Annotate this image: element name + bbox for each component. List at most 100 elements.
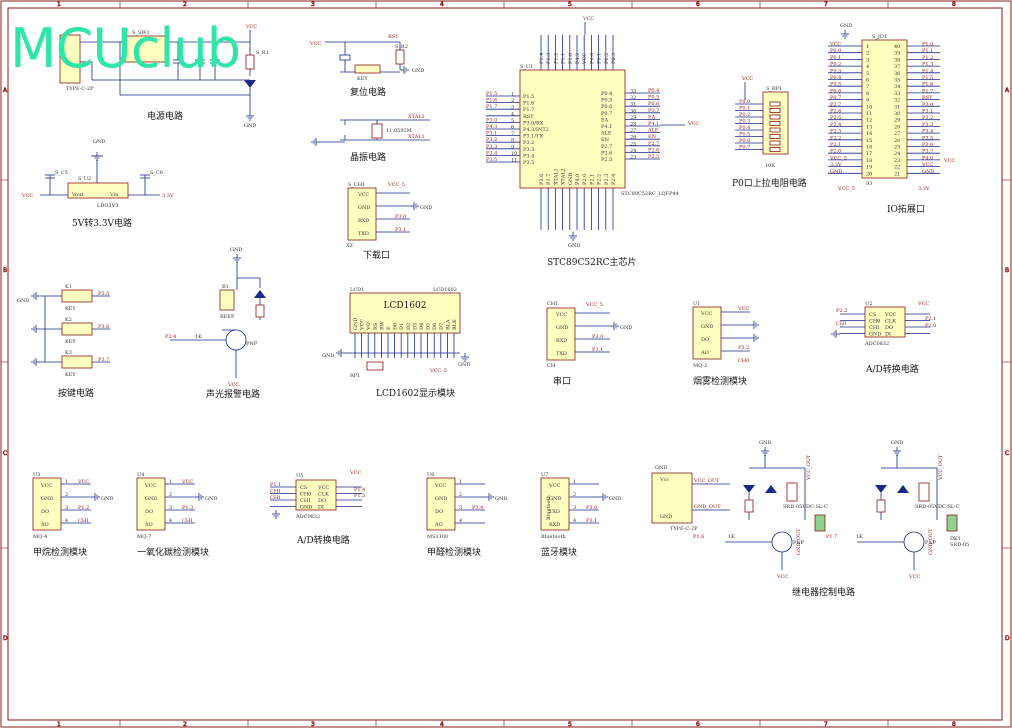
lcd-pin: D3	[412, 323, 418, 330]
caption-ad2: A/D转换电路	[296, 534, 350, 546]
io-net-left: P0.1	[830, 55, 841, 61]
io-net-right: P3.7	[922, 149, 933, 155]
mcu-pin-bottom: GND	[568, 173, 574, 185]
lcd-pin: D6	[432, 323, 438, 330]
mcu-pin-num: 26	[630, 135, 636, 141]
module-net: P3.4	[472, 505, 483, 511]
gnd-label: GND	[620, 325, 632, 331]
relay2-r: 1K	[856, 534, 863, 540]
mcu-pin-num: 27	[630, 128, 636, 134]
mcu-net-left: P3.2	[486, 137, 497, 143]
vcc-label: VCC	[349, 470, 361, 476]
pullup-net: P0.0	[739, 99, 750, 105]
module-pin: DO	[41, 509, 49, 515]
grid-col-label: 6	[696, 1, 700, 8]
mcu-pin-right: P0.5	[601, 98, 612, 104]
io-pin-num: 20	[866, 171, 872, 177]
output-connector	[651, 472, 693, 524]
annotations: TYPE-C-2PS_SW1S_R1GNDVCCVCCKEYS_R2GNDRST…	[17, 16, 969, 580]
io-pin-num: 8	[866, 91, 869, 97]
relay-2-resistor	[876, 499, 886, 513]
gnd-label: GND	[891, 440, 903, 446]
mcu-pin-right: P4.1	[601, 124, 612, 130]
grid-row-label: A	[3, 87, 8, 94]
lcd-pin: E	[386, 326, 392, 330]
bluetooth-module	[540, 477, 570, 531]
io-net-left: P2.5	[830, 115, 841, 121]
vcc-label: VCC	[309, 41, 321, 47]
gnd-label: GND	[420, 205, 432, 211]
mcu-pin-bottom: XTAL2	[561, 168, 567, 185]
mcu-pin-num: 30	[630, 108, 636, 114]
grid-row-label: B	[1005, 267, 1009, 274]
grid-col-label: 5	[568, 721, 572, 728]
io-ref: S_JD1	[872, 34, 887, 40]
buzzer	[219, 289, 235, 311]
io-net-left: VCC_5	[829, 155, 847, 161]
mcu-pin-num: 32	[630, 95, 636, 101]
io-pin-num: 31	[894, 104, 900, 110]
gnd-out-label: GND_OUT	[694, 504, 721, 510]
ldo-part: LDO3V3	[97, 203, 118, 209]
adc-chip-1	[864, 306, 906, 338]
relay-vcc-out: VCC_OUT	[806, 454, 812, 481]
adc-pin: CH1	[869, 325, 880, 331]
grid-col-label: 8	[952, 1, 956, 8]
gnd-label: GND	[655, 465, 667, 471]
lcd-part: LCD1602	[433, 287, 457, 293]
mcu-net-right: P2.6	[648, 147, 659, 153]
module-net: VCC	[181, 479, 193, 485]
serial-ch: CH	[547, 363, 556, 369]
pullup-net: P0.6	[739, 138, 750, 144]
push-button	[61, 322, 93, 336]
module-pin: DO	[145, 509, 153, 515]
mcu-net-right: P0.6	[648, 101, 659, 107]
mcu-net-right: P2.5	[648, 154, 659, 160]
serial-header	[546, 307, 576, 361]
module-net: P3.0	[586, 505, 597, 511]
vcc5-label: VCC_5	[429, 368, 447, 374]
io-net-left: P0.7	[830, 95, 841, 101]
gnd-label: GND	[609, 496, 621, 502]
module-net: P1.3	[182, 505, 193, 511]
key-net: P3.5	[98, 291, 109, 297]
io-net-right: P3.6	[922, 142, 933, 148]
flyback-diode-icon	[897, 485, 909, 493]
module-pin: GND	[435, 496, 447, 502]
io-pin-num: 25	[894, 145, 900, 151]
mcu-pin-num: 11	[511, 158, 517, 164]
caption-download: 下载口	[363, 249, 390, 261]
io-net-right: P1.2	[922, 55, 933, 61]
mcu-net-right: P0.4	[648, 88, 659, 94]
vcc5-label: VCC_5	[585, 302, 603, 308]
io-pin-num: 6	[866, 78, 869, 84]
io-net-right: P1.1	[922, 48, 933, 54]
pullup-net: P0.2	[739, 112, 750, 118]
key-label: KEY	[65, 372, 76, 378]
io-net-left: 3.3V	[830, 162, 842, 168]
mcu-part: STC89C52RC_LQFP44	[621, 191, 679, 197]
grid-row-label: D	[1005, 635, 1010, 642]
pullup-resistor	[769, 140, 781, 146]
xtal1-label: XTAL1	[408, 134, 425, 140]
bluetooth-chip-label: Bluetooth	[546, 495, 552, 520]
io-pin-num: 11	[866, 111, 872, 117]
grid-row-label: C	[3, 450, 7, 457]
mcu-pin-left: P1.6	[523, 101, 534, 107]
key-net: P3.7	[98, 357, 109, 363]
io-pin-num: 24	[894, 151, 900, 157]
adc-net: P2.0	[925, 323, 936, 329]
io-net-right: P3.4	[922, 129, 933, 135]
pnp-transistor-icon	[225, 329, 247, 351]
dk-part: SRD-05	[950, 542, 969, 548]
p30-label: P3.0	[592, 334, 603, 340]
mcu-net-right: EA	[648, 114, 656, 120]
grid-col-label: 1	[57, 1, 61, 8]
key-net: P3.6	[98, 324, 109, 330]
vcc-label: VCC	[741, 76, 753, 82]
adc-net: CH1	[836, 321, 847, 327]
mcu-pin-num: 3	[511, 105, 514, 111]
download-pin: RXD	[358, 218, 369, 224]
module-part: Bluetooth	[541, 534, 566, 540]
p31-label: P3.1	[395, 227, 406, 233]
